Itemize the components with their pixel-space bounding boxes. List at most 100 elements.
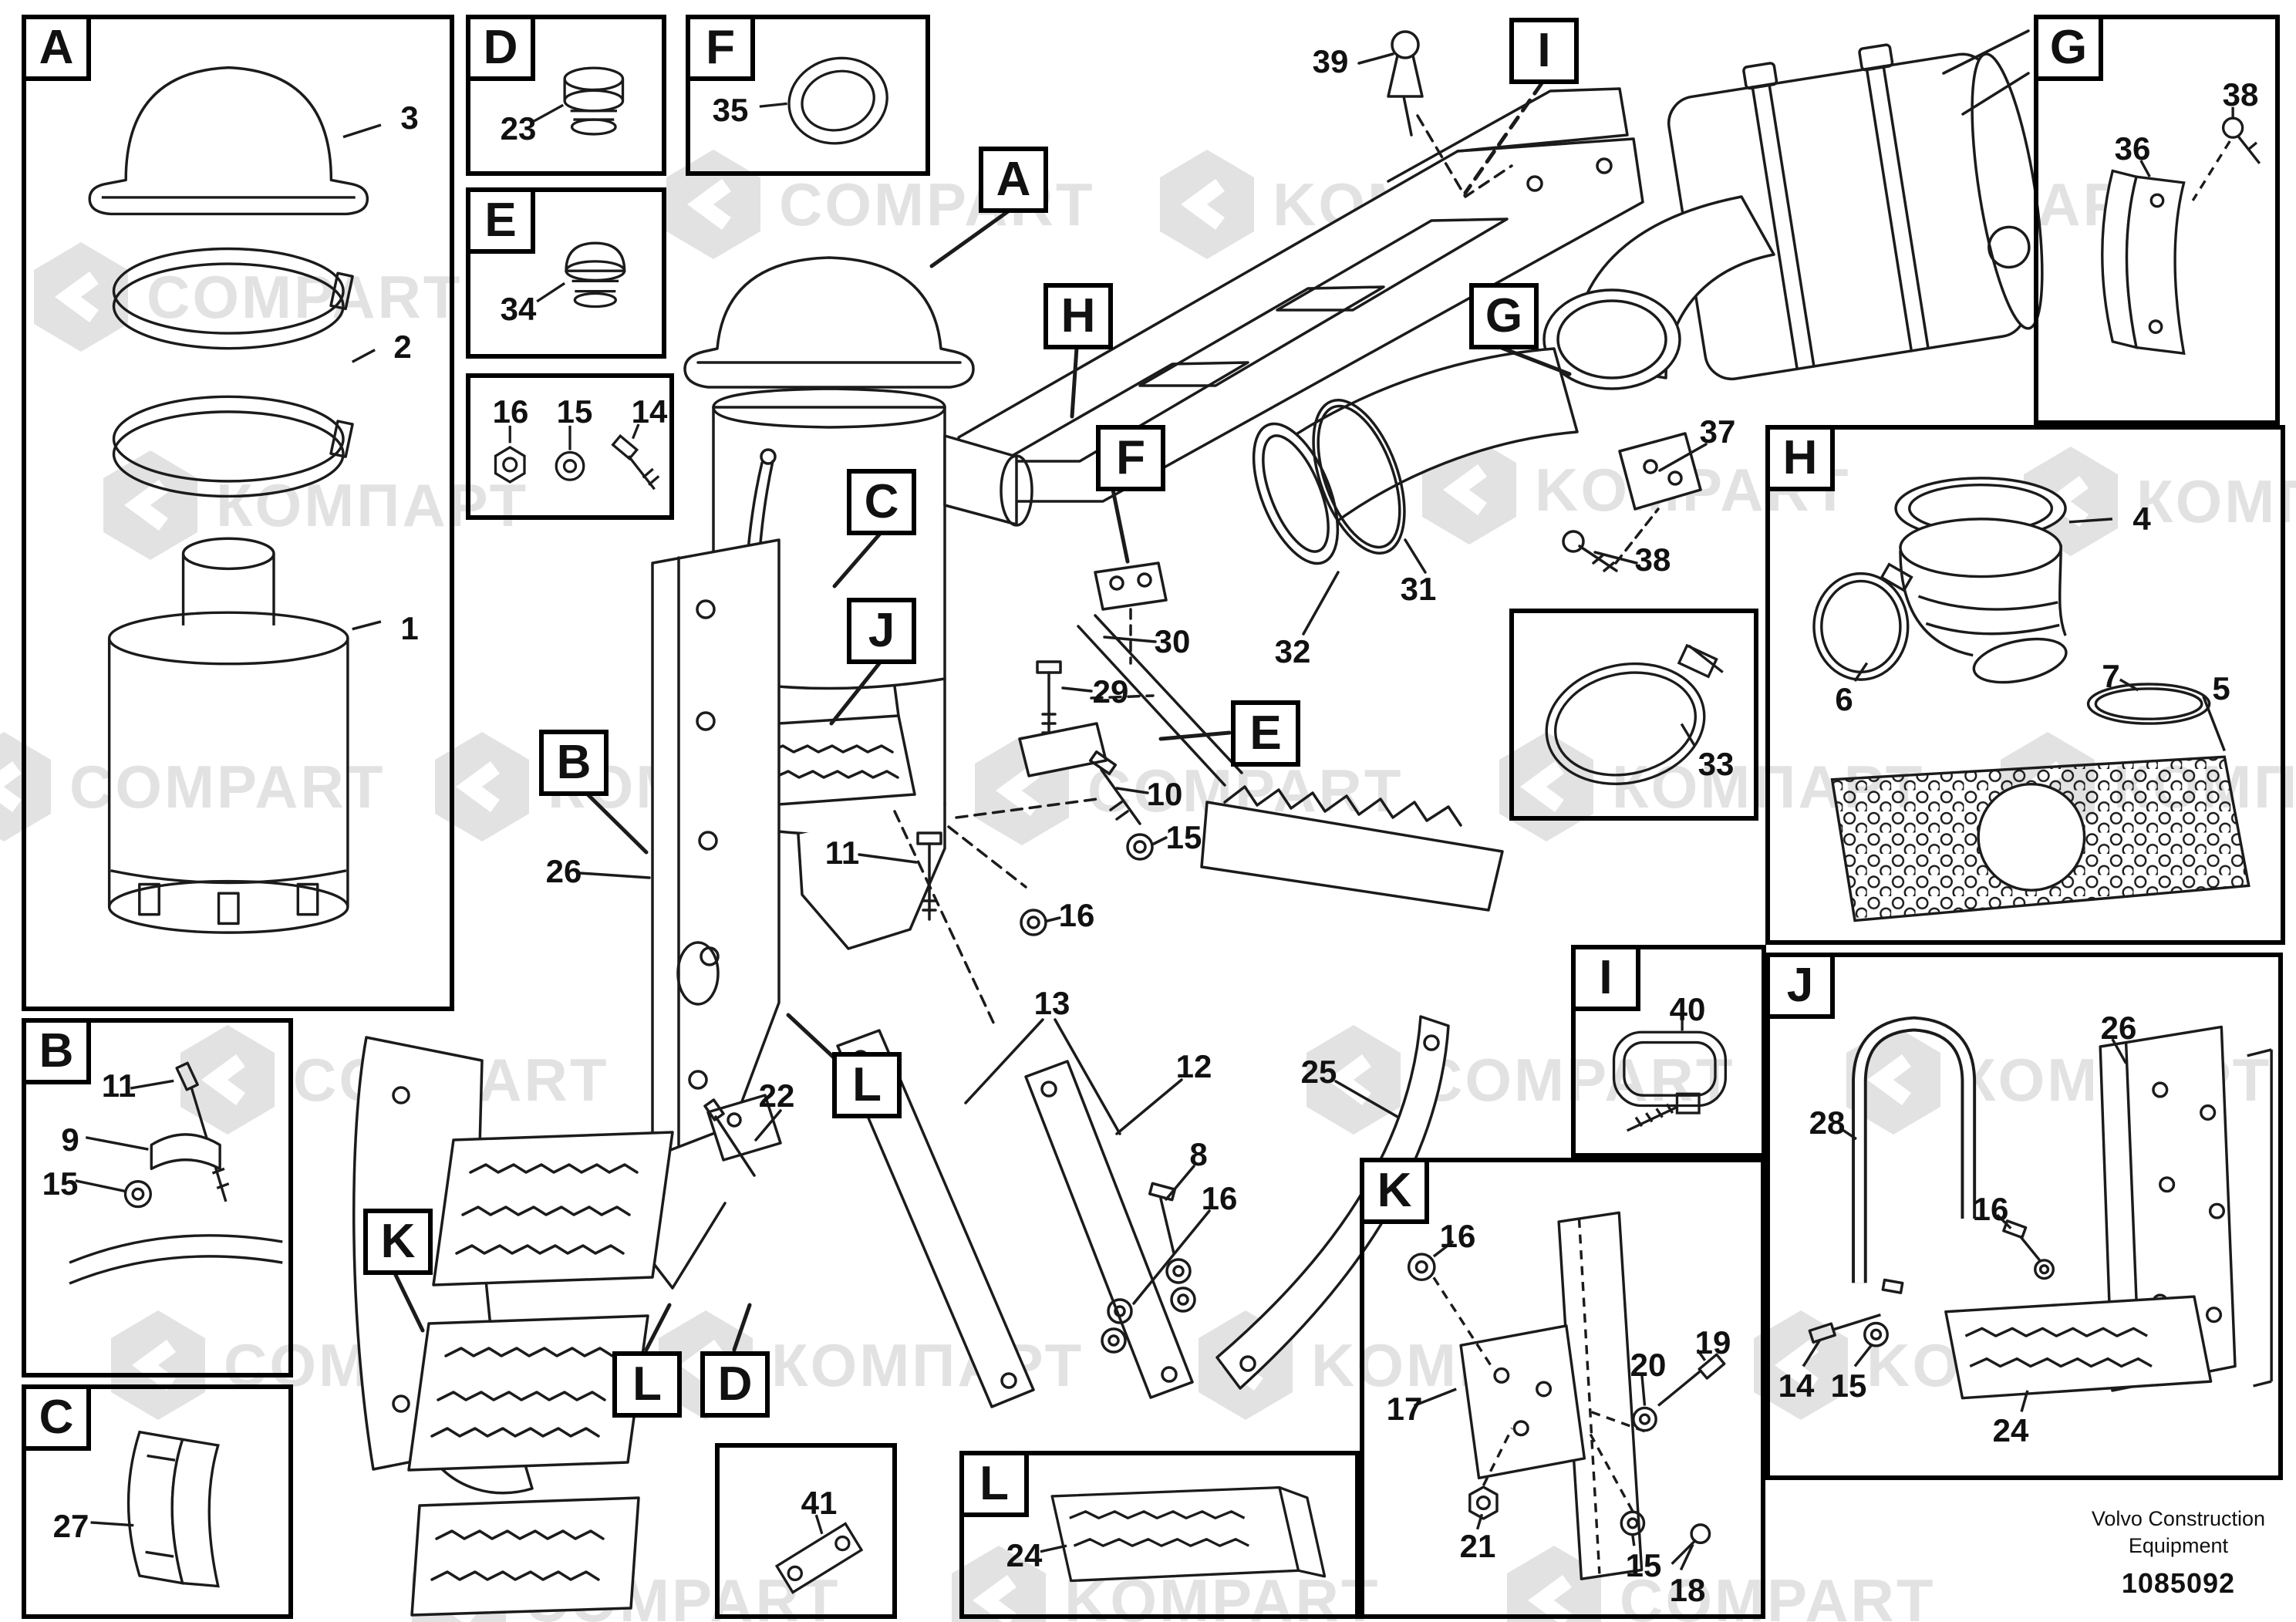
callout-panel-h-7: 7 <box>2102 658 2120 694</box>
inset-panel-a: A 3 2 1 <box>22 15 454 1011</box>
callout-panel-j-28: 28 <box>1809 1104 1846 1141</box>
panel-letter-i: I <box>1571 945 1640 1011</box>
callout-main-29: 29 <box>1092 673 1129 710</box>
panel-letter-g: G <box>2034 15 2103 81</box>
callout-panel-hw-14: 14 <box>631 393 668 430</box>
panel-clamp-33-art <box>1545 643 1724 785</box>
panel-l-art <box>1040 1485 1327 1583</box>
callout-panel-j-24: 24 <box>1992 1412 2029 1448</box>
panel-letter-k: K <box>1360 1158 1429 1224</box>
callout-panel-c-27: 27 <box>52 1508 89 1544</box>
ref-letter-i: I <box>1509 18 1579 84</box>
inset-panel-hardware: 16 15 14 <box>466 373 674 520</box>
callout-main-22: 22 <box>758 1077 795 1114</box>
inset-panel-c: C 27 <box>22 1384 293 1619</box>
figure-number: 1085092 <box>2121 1567 2236 1600</box>
ref-letter-l-2: L <box>612 1351 682 1418</box>
panel-g-art <box>2101 106 2261 356</box>
callout-panel-j-15: 15 <box>1830 1367 1867 1404</box>
callout-panel-i-40: 40 <box>1669 991 1706 1027</box>
callout-panel-f-35: 35 <box>712 92 749 128</box>
callout-panel-hw-15: 15 <box>556 393 593 430</box>
callout-main-38: 38 <box>1634 541 1671 578</box>
callout-panel-k-16: 16 <box>1439 1218 1476 1254</box>
callout-panel-hw-16: 16 <box>492 393 529 430</box>
panel-f-art <box>759 56 888 145</box>
panel-c-art <box>90 1430 220 1588</box>
callout-main-37: 37 <box>1699 413 1736 450</box>
inset-panel-k: K 16 17 20 19 21 15 18 <box>1360 1158 1765 1619</box>
brand-name-line1: Volvo Construction <box>2091 1507 2265 1531</box>
callout-main-31: 31 <box>1400 571 1437 607</box>
callout-panel-e-34: 34 <box>500 291 537 327</box>
inset-panel-f: F 35 <box>686 15 930 176</box>
callout-panel-k-21: 21 <box>1459 1528 1496 1564</box>
callout-main-25: 25 <box>1300 1054 1337 1090</box>
brand-name-line2: Equipment <box>2128 1534 2228 1558</box>
panel-k-art <box>1407 1211 1726 1580</box>
callout-main-32: 32 <box>1274 633 1311 669</box>
panel-e-art <box>536 241 626 309</box>
callout-panel-b-11: 11 <box>101 1067 137 1104</box>
callout-panel-h-6: 6 <box>1835 681 1853 717</box>
ref-letter-h: H <box>1043 283 1113 349</box>
panel-letter-b: B <box>22 1018 91 1084</box>
callout-panel-k-19: 19 <box>1694 1324 1731 1361</box>
callout-panel-a-3: 3 <box>400 99 419 136</box>
callout-main-30: 30 <box>1154 623 1191 659</box>
ref-letter-l-1: L <box>832 1052 902 1118</box>
panel-letter-a: A <box>22 15 91 81</box>
callout-panel-g-36: 36 <box>2114 130 2151 167</box>
panel-strap-41-art <box>774 1514 864 1594</box>
callout-main-16: 16 <box>1058 897 1095 933</box>
callout-panel-l-24: 24 <box>1006 1537 1043 1573</box>
panel-h-art <box>1812 477 2250 922</box>
callout-main-26: 26 <box>545 853 582 889</box>
figure-footer: Volvo Construction Equipment 1085092 <box>2092 1506 2265 1602</box>
inset-panel-b: B 11 9 15 <box>22 1018 293 1378</box>
panel-a-art <box>88 66 382 934</box>
panel-letter-c: C <box>22 1384 91 1451</box>
callout-panel-33: 33 <box>1698 746 1735 782</box>
inset-panel-g: G 36 38 <box>2034 15 2280 425</box>
callout-panel-b-15: 15 <box>42 1165 79 1202</box>
callout-main-16b: 16 <box>1201 1180 1238 1216</box>
panel-i-art <box>1612 1017 1727 1132</box>
inset-panel-h: H 4 6 7 5 <box>1765 425 2285 945</box>
inset-panel-i: I 40 <box>1571 945 1766 1158</box>
panel-letter-e: E <box>466 187 535 254</box>
callout-panel-41: 41 <box>801 1485 838 1521</box>
ref-letter-b: B <box>539 730 609 796</box>
inset-panel-l: L 24 <box>959 1451 1360 1619</box>
callout-panel-b-9: 9 <box>61 1121 79 1158</box>
ref-letter-e: E <box>1231 700 1300 767</box>
callout-panel-j-16: 16 <box>1972 1191 2009 1227</box>
panel-letter-f: F <box>686 15 755 81</box>
inset-panel-strap-41: 41 <box>715 1443 897 1619</box>
inset-panel-d: D 23 <box>466 15 666 176</box>
inset-panel-j: J 26 28 16 14 15 24 <box>1765 953 2283 1480</box>
callout-panel-j-14: 14 <box>1778 1367 1815 1404</box>
panel-letter-j: J <box>1765 953 1835 1019</box>
panel-d-art <box>533 66 625 136</box>
callout-main-11: 11 <box>824 835 860 871</box>
callout-panel-k-15: 15 <box>1625 1547 1662 1583</box>
callout-main-10: 10 <box>1146 776 1183 812</box>
panel-hardware-art <box>494 423 660 491</box>
callout-main-12: 12 <box>1175 1048 1212 1084</box>
ref-letter-f: F <box>1096 425 1165 491</box>
inset-panel-clamp-33: 33 <box>1509 609 1758 821</box>
ref-letter-c: C <box>847 469 916 535</box>
callout-main-15: 15 <box>1165 819 1202 855</box>
callout-panel-d-23: 23 <box>500 110 537 147</box>
callout-panel-h-4: 4 <box>2132 501 2151 537</box>
ref-letter-d-2: D <box>700 1351 770 1418</box>
callout-panel-a-1: 1 <box>400 610 419 646</box>
callout-panel-k-18: 18 <box>1669 1572 1706 1608</box>
inset-panel-e: E 34 <box>466 187 666 359</box>
callout-main-39: 39 <box>1312 43 1349 79</box>
panel-letter-l: L <box>959 1451 1029 1517</box>
panel-letter-d: D <box>466 15 535 81</box>
